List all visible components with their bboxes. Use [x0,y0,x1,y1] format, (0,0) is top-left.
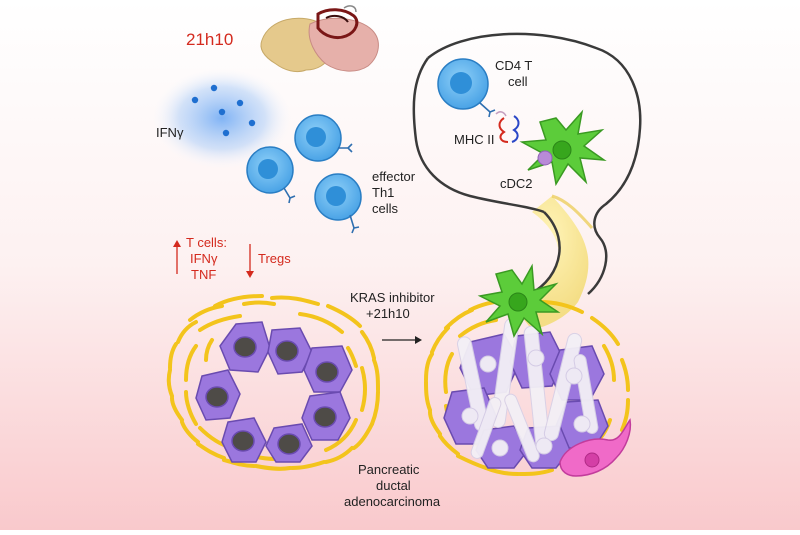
effector-label-3: cells [372,201,399,216]
tumor-left [166,294,380,471]
kras-label-1: KRAS inhibitor [350,290,435,305]
arrow-up-icon [173,240,181,274]
cdc2-label: cDC2 [500,176,533,191]
mhc-ii-icon [495,111,520,143]
antibody-label: 21h10 [186,30,233,49]
kras-label-2: +21h10 [366,306,410,321]
tcells-label-3: TNF [191,267,216,282]
antibody-structure-icon [260,5,379,73]
t-cell-infiltrate [456,317,599,463]
pdac-label-3: adenocarcinoma [344,494,441,509]
dendritic-cell-icon [477,263,561,338]
arrow-down-icon [246,244,254,278]
cd4-t-cell-icon [437,58,496,118]
arrow-right-icon [382,336,422,344]
pdac-label-2: ductal [376,478,411,493]
tregs-label: Tregs [258,251,291,266]
t-cell-icon [294,114,353,162]
tcells-label-1: T cells: [186,235,227,250]
tcells-label-2: IFNγ [190,251,218,266]
stroma-fiber-icon [166,294,380,471]
effector-label-1: effector [372,169,416,184]
effector-label-2: Th1 [372,185,394,200]
ifng-label: IFNγ [156,125,184,140]
t-cell-icon [246,146,296,204]
t-cell-icon [314,173,362,234]
cd4-label-2: cell [508,74,528,89]
ifng-cloud [150,66,294,170]
macrophage-icon [559,418,632,477]
mhc-label: MHC II [454,132,494,147]
pdac-label-1: Pancreatic [358,462,420,477]
tumor-right [424,298,630,476]
cd4-label-1: CD4 T [495,58,532,73]
dendritic-cell-icon [519,109,607,187]
tumor-cell-icon [195,321,353,463]
